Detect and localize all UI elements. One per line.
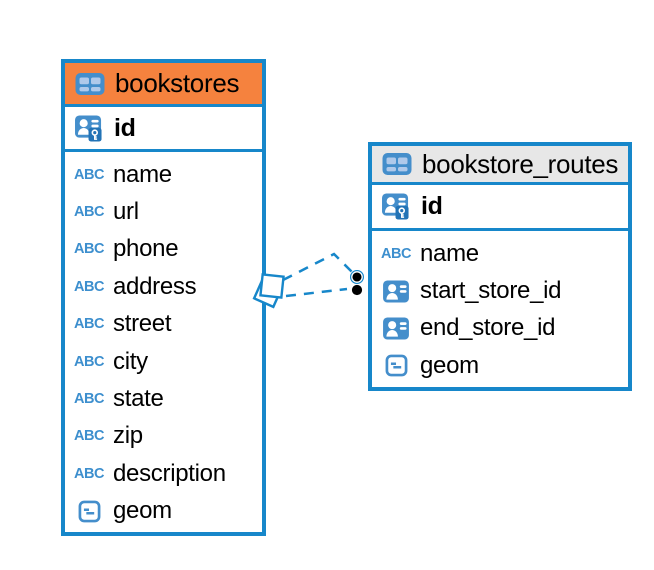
column-row-url[interactable]: ABC url (65, 193, 262, 230)
table-name-label: bookstores (115, 68, 240, 98)
column-name-label: zip (113, 422, 143, 450)
column-name-label: description (113, 459, 226, 487)
column-row-phone[interactable]: ABC phone (65, 231, 262, 268)
column-name-label: geom (420, 351, 479, 379)
table-header-bookstore-routes[interactable]: bookstore_routes (372, 146, 628, 185)
text-icon: ABC (74, 391, 104, 408)
geometry-icon (380, 354, 412, 377)
text-icon: ABC (74, 353, 104, 370)
text-icon: ABC (381, 245, 411, 262)
reference-icon (380, 280, 412, 303)
text-icon: ABC (74, 278, 104, 295)
text-icon: ABC (74, 166, 104, 183)
column-row-name[interactable]: ABC name (65, 156, 262, 193)
primary-key-icon (380, 193, 412, 220)
column-name-label: id (421, 192, 443, 220)
column-row-name[interactable]: ABC name (372, 235, 628, 272)
table-bookstores[interactable]: bookstores id ABC name ABC url ABC phone… (61, 59, 266, 536)
relationship-target-marker[interactable] (350, 270, 364, 297)
relationship-lines[interactable] (282, 252, 353, 298)
table-icon (74, 72, 106, 96)
column-name-label: street (113, 310, 172, 338)
table-name-label: bookstore_routes (422, 148, 619, 179)
column-list: ABC name start_store_id end_store_id ge (372, 231, 628, 387)
column-name-label: id (114, 113, 136, 142)
column-row-end-store-id[interactable]: end_store_id (372, 310, 628, 347)
column-row-geom[interactable]: geom (372, 347, 628, 384)
primary-key-icon (73, 115, 105, 142)
column-name-label: phone (113, 235, 179, 263)
text-icon: ABC (74, 428, 104, 445)
reference-icon (380, 317, 412, 340)
text-icon: ABC (74, 316, 104, 333)
column-row-street[interactable]: ABC street (65, 306, 262, 343)
table-bookstore-routes[interactable]: bookstore_routes id ABC name start_store… (368, 142, 632, 391)
column-row-geom[interactable]: geom (65, 493, 262, 530)
column-name-label: name (420, 239, 479, 267)
column-list: ABC name ABC url ABC phone ABC address A… (65, 152, 262, 532)
column-name-label: start_store_id (420, 277, 562, 305)
column-row-state[interactable]: ABC state (65, 380, 262, 417)
column-name-label: address (113, 272, 197, 300)
text-icon: ABC (74, 465, 104, 482)
primary-key-row[interactable]: id (65, 107, 262, 152)
column-row-description[interactable]: ABC description (65, 455, 262, 492)
column-name-label: state (113, 385, 164, 413)
column-row-city[interactable]: ABC city (65, 343, 262, 380)
text-icon: ABC (74, 241, 104, 258)
column-name-label: url (113, 198, 139, 226)
column-name-label: geom (113, 497, 172, 525)
geometry-icon (73, 500, 105, 523)
column-name-label: city (113, 347, 148, 375)
table-header-bookstores[interactable]: bookstores (65, 63, 262, 107)
column-row-zip[interactable]: ABC zip (65, 418, 262, 455)
column-row-start-store-id[interactable]: start_store_id (372, 272, 628, 309)
column-name-label: end_store_id (420, 314, 556, 342)
table-icon (381, 152, 413, 176)
column-name-label: name (113, 160, 172, 188)
text-icon: ABC (74, 204, 104, 221)
column-row-address[interactable]: ABC address (65, 268, 262, 305)
primary-key-row[interactable]: id (372, 185, 628, 231)
